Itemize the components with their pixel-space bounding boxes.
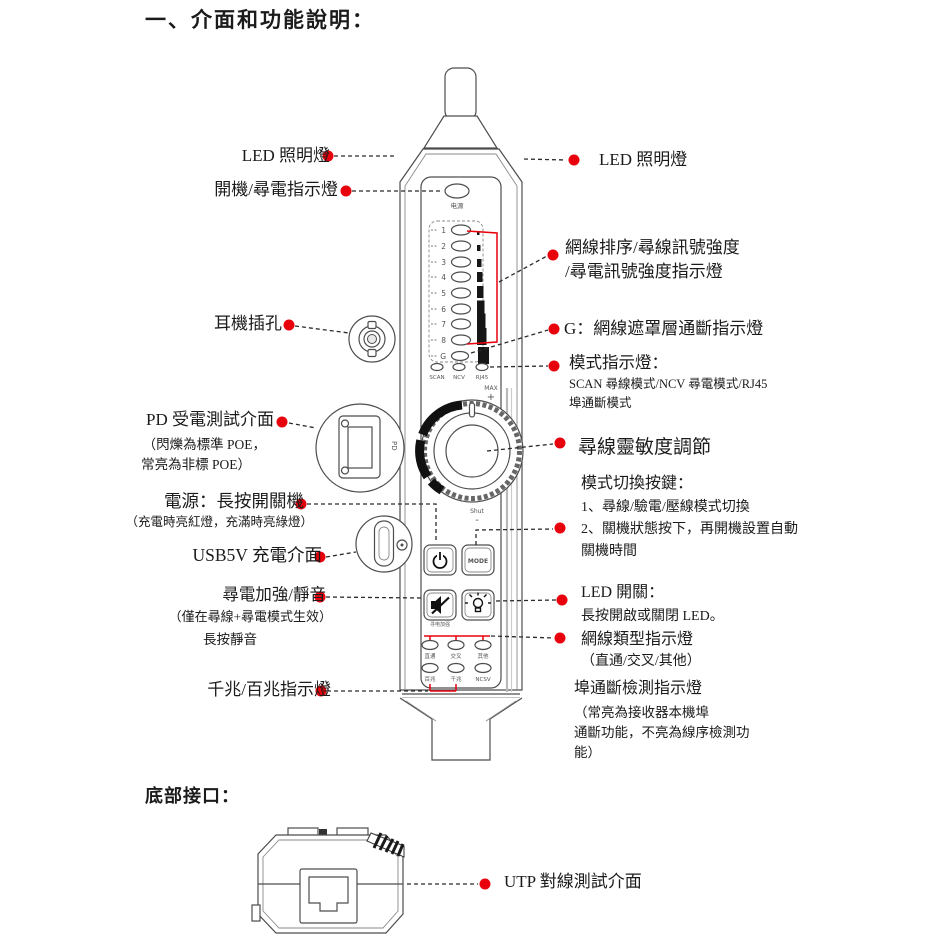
label-shield-indicator: G：網線遮罩層通斷指示燈: [564, 319, 764, 338]
speed-led-100m: 百兆: [424, 675, 436, 683]
dial-minus-label: -: [475, 515, 479, 526]
label-led-switch-sub: 長按開啟或關閉 LED。: [581, 609, 724, 624]
type-led-bracket: [424, 635, 490, 641]
label-wiremap-line1: 網線排序/尋線訊號強度: [565, 238, 740, 257]
label-left-led-light: LED 照明燈: [241, 146, 330, 165]
rj45-led-label: RJ45: [476, 375, 489, 381]
label-mode-button-sub2: 2、關機狀態按下，再開機設置自動: [581, 522, 798, 537]
dial-shut-label: Shut: [470, 508, 484, 515]
label-gigabit-indicator: 千兆/百兆指示燈: [207, 680, 331, 699]
flashlight-button: [461, 589, 495, 621]
label-boost-mute-sub1: （僅在尋線+尋電模式生效）: [168, 609, 332, 624]
label-wiremap-line2: /尋電訊號強度指示燈: [565, 262, 723, 281]
label-led-switch: LED 開關：: [581, 584, 665, 601]
sensitivity-dial: MAX + Shut -: [415, 385, 524, 526]
mute-icon: [431, 596, 450, 615]
led-ovals: [450, 224, 472, 362]
label-power-switch: 電源：長按開關機: [164, 491, 304, 511]
dial-max-label: MAX: [484, 385, 497, 392]
leader-lines: [288, 155, 567, 885]
flashlight-icon: [465, 592, 491, 613]
led-range-bracket: [466, 230, 498, 345]
label-utp-port: UTP 對線測試介面: [504, 872, 642, 891]
led-number-1: 1: [441, 226, 446, 235]
label-mode-button: 模式切換按鍵：: [581, 475, 694, 492]
label-port-indicator-sub1: （常亮為接收器本機埠: [574, 705, 709, 720]
dial-plus-label: +: [487, 392, 495, 403]
scan-led-label: SCAN: [429, 375, 444, 381]
indicator-grid: 直通 交叉 其他 百兆 千兆 NCSV: [421, 635, 492, 692]
label-mode-indicator-sub2: 埠通斷模式: [569, 396, 632, 410]
mode-button-label: MODE: [468, 558, 488, 565]
led-column: 1 2 3 4 5 6 7 8 G: [428, 220, 498, 364]
mute-button: [423, 589, 457, 621]
label-port-indicator: 埠通斷檢測指示燈: [574, 680, 703, 697]
label-usb-port: USB5V 充電介面: [192, 545, 323, 565]
boost-silkscreen-label: 寻电加强: [430, 621, 450, 628]
bottom-section-heading: 底部接口：: [145, 786, 240, 806]
pd-port-silkscreen: PD: [390, 441, 398, 451]
leader-dots: [276, 150, 580, 890]
led-number-5: 5: [441, 289, 446, 298]
dial-black-arc: [415, 400, 463, 497]
bottom-probe-wedge: [366, 832, 405, 858]
led-number-8: 8: [441, 336, 446, 345]
label-port-indicator-sub2: 通斷功能，不亮為線序檢測功: [574, 725, 750, 740]
headphone-jack-callout: [348, 315, 396, 363]
led-g-label: G: [440, 352, 446, 361]
speed-led-1000m: 千兆: [450, 675, 462, 683]
probe-tip: [422, 67, 499, 149]
usb-port-callout: [355, 515, 413, 573]
label-cable-type-sub: （直通/交叉/其他）: [581, 654, 701, 669]
page-title: 一、介面和功能說明：: [145, 8, 375, 32]
signal-strength-bars: [477, 231, 489, 364]
label-mode-button-sub1: 1、尋線/驗電/壓線模式切換: [581, 500, 750, 515]
label-mode-button-sub3: 關機時間: [581, 544, 637, 559]
label-pd-port: PD 受電測試介面: [146, 410, 274, 429]
label-power-switch-sub: （充電時亮紅燈，充滿時亮綠燈）: [125, 515, 313, 529]
label-mode-indicator: 模式指示燈：: [569, 353, 668, 372]
type-led-cross: 交叉: [450, 652, 462, 660]
led-number-2: 2: [441, 242, 446, 251]
label-mode-indicator-sub1: SCAN 尋線模式/NCV 尋電模式/RJ45: [569, 377, 768, 391]
mode-led-row: SCAN NCV RJ45: [429, 362, 489, 381]
power-led: 电源: [444, 183, 470, 210]
label-sensitivity-dial: 尋線靈敏度調節: [578, 437, 712, 458]
label-cable-type: 網線類型指示燈: [581, 631, 694, 648]
label-boost-mute: 尋電加強/靜音: [222, 585, 326, 604]
pd-port-callout: PD: [315, 403, 405, 493]
label-pd-sub2: 常亮為非標 POE）: [141, 457, 251, 472]
power-icon: [432, 552, 448, 569]
led-number-4: 4: [441, 273, 446, 282]
label-earphone-jack: 耳機插孔: [214, 314, 282, 333]
led-number-3: 3: [441, 258, 446, 267]
speed-led-bracket: [429, 684, 457, 692]
led-number-6: 6: [441, 305, 446, 314]
power-button: [423, 544, 457, 576]
type-led-straight: 直通: [424, 652, 436, 660]
label-boost-mute-sub2: 長按靜音: [203, 632, 257, 647]
utp-jack: [299, 868, 358, 924]
mode-button: MODE: [461, 544, 495, 576]
ncv-led-label: NCV: [453, 375, 465, 381]
type-led-other: 其他: [477, 652, 489, 660]
bottom-view: [251, 827, 405, 934]
label-right-led-light: LED 照明燈: [599, 150, 688, 169]
led-number-7: 7: [441, 320, 446, 329]
power-led-label: 电源: [451, 201, 465, 210]
label-pd-sub1: （閃爍為標準 POE，: [142, 437, 266, 452]
label-port-indicator-sub3: 能）: [574, 745, 601, 760]
speed-led-ncsv: NCSV: [475, 677, 490, 683]
label-power-indicator: 開機/尋電指示燈: [214, 180, 338, 199]
